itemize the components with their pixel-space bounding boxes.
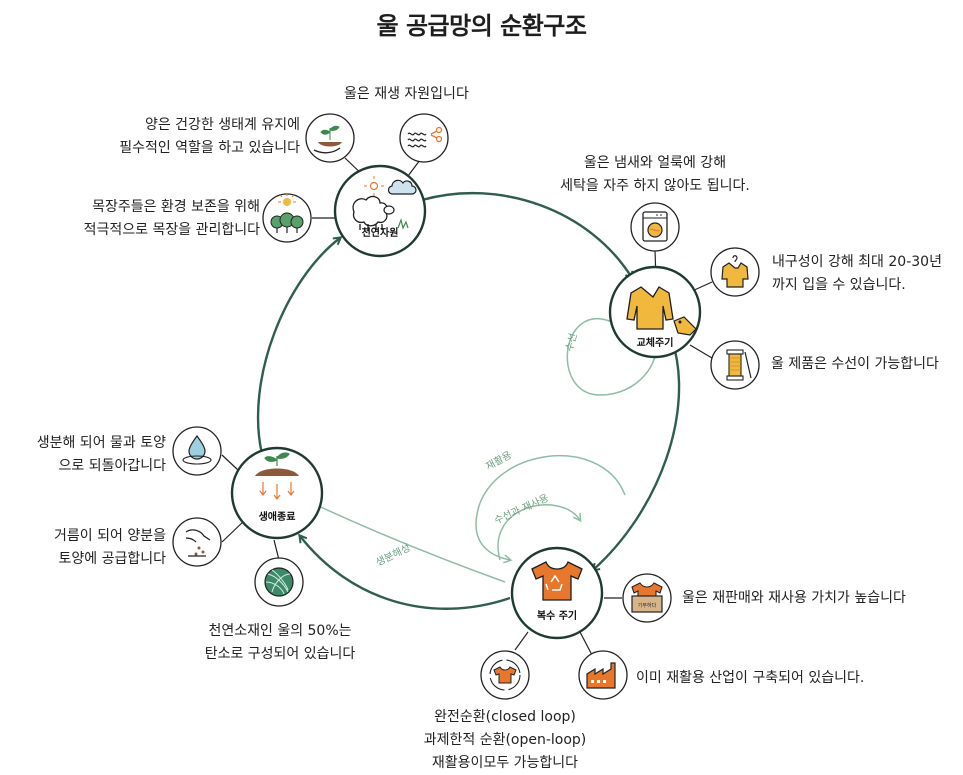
hanger-shirt-icon — [710, 247, 760, 297]
factory-icon — [578, 650, 628, 700]
label-loops: 완전순환(closed loop) 과제한적 순환(open-loop) 재활용… — [423, 709, 587, 771]
tshirt-recycle-icon — [531, 561, 583, 601]
secondary-loops — [309, 318, 662, 583]
arrow-natural-to-replace — [421, 192, 632, 278]
label-durability: 내구성이 강해 최대 20-30년 까지 입을 수 있습니다. — [772, 254, 942, 293]
node-label-replace: 교체주기 — [637, 336, 674, 349]
label-washing: 울은 냄새와 얼룩에 강해 세탁을 자주 하지 않아도 됩니다. — [560, 155, 750, 194]
compost-hand-icon — [172, 517, 222, 567]
box-tag-text: 기부하다 — [638, 602, 657, 609]
arc-label-repair-reuse: 수선과 재사용 — [492, 492, 550, 527]
label-renewable: 울은 재생 자원입니다 — [344, 86, 469, 102]
recycle-loop — [475, 455, 626, 525]
sheep-icon — [352, 176, 417, 230]
arrow-replace-to-multi — [593, 339, 681, 570]
label-industry: 이미 재활용 산업이 구축되어 있습니다. — [636, 670, 865, 686]
washing-machine-icon — [630, 202, 680, 252]
node-replace-cycle: 교체주기 — [608, 265, 702, 359]
trees-sun-icon — [262, 193, 312, 243]
water-drop-icon — [172, 426, 222, 476]
label-carbon: 천연소재인 울의 50%는 탄소로 구성되어 있습니다 — [204, 623, 356, 662]
biodegrade-arrow — [309, 501, 506, 583]
label-fertilizer: 거름이 되어 양분을 토양에 공급합니다 — [54, 528, 166, 567]
sweater-tag-icon — [626, 286, 697, 336]
label-sheep-ecosystem: 양은 건강한 생태계 유지에 필수적인 역할을 하고 있습니다 — [119, 117, 300, 156]
fleece-scissors-icon — [399, 113, 449, 163]
recycle-shirt-icon — [480, 650, 530, 700]
node-end-of-life: 생애종료 — [230, 446, 324, 540]
node-label-eol: 생애종료 — [259, 510, 296, 523]
label-biodegrade-soil: 생분해 되어 물과 토양 으로 되돌아갑니다 — [36, 435, 166, 474]
label-resale: 울은 재판매와 재사용 가치가 높습니다 — [682, 590, 906, 606]
node-label-natural: 천연자원 — [362, 226, 399, 239]
arrow-multi-to-eol — [300, 536, 511, 610]
label-repairable: 울 제품은 수선이 가능합니다 — [771, 356, 939, 372]
sprout-hand-icon — [305, 113, 355, 163]
node-natural-resource: 천연자원 — [333, 164, 427, 258]
repair-loop — [566, 318, 662, 396]
diagram-title: 울 공급망의 순환구조 — [376, 12, 587, 40]
arrow-eol-to-natural — [256, 238, 340, 455]
sprout-soil-icon — [255, 452, 299, 500]
recycle-loop-end — [475, 523, 513, 564]
main-cycle-arrows — [256, 192, 681, 610]
arc-label-biodegrade: 생분해성 — [374, 541, 413, 569]
thread-spool-icon — [710, 340, 760, 390]
arc-label-repair: 수선 — [563, 332, 579, 353]
repair-reuse-loop — [497, 504, 582, 561]
node-multi-cycle: 복수 주기 — [510, 546, 604, 640]
label-ranchers: 목장주들은 환경 보존을 위해 적극적으로 목장을 관리합니다 — [83, 199, 260, 238]
yarn-ball-icon — [254, 557, 304, 607]
clothing-box-icon: 기부하다 — [622, 573, 672, 623]
node-label-multi: 복수 주기 — [537, 609, 577, 622]
